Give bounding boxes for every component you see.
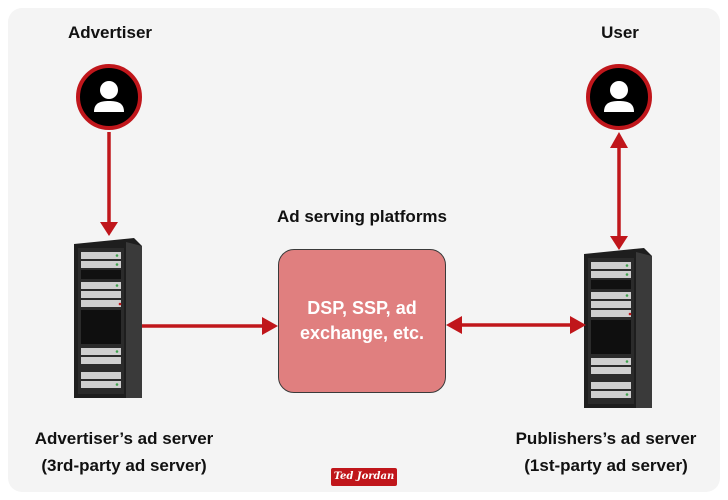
- advertiser-label: Advertiser: [67, 23, 153, 42]
- arrowhead-to-publisher: [610, 236, 628, 250]
- platforms-title: Ad serving platforms: [276, 207, 448, 226]
- advertiser-avatar: [76, 64, 142, 130]
- platform-box-text: DSP, SSP, ad exchange, etc.: [299, 298, 425, 343]
- user-icon: [604, 81, 634, 112]
- ad-serving-platform-box: DSP, SSP, ad exchange, etc.: [278, 249, 446, 393]
- ted-jordan-logo: Ted Jordan: [331, 468, 397, 486]
- arrowhead-platform-left: [446, 316, 462, 334]
- publisher-server: [584, 248, 652, 408]
- server-rack-icon: [74, 238, 142, 398]
- arrowhead-to-user: [610, 132, 628, 148]
- arrowhead-advertiser-server: [100, 222, 118, 236]
- arrowhead-to-platform: [262, 317, 278, 335]
- server-rack-icon: [584, 248, 652, 408]
- publisher-server-label-1: Publishers’s ad server: [515, 429, 697, 448]
- user-icon: [94, 81, 124, 112]
- publisher-server-label-2: (1st-party ad server): [524, 456, 688, 475]
- advertiser-server-label-1: Advertiser’s ad server: [34, 429, 214, 448]
- user-label: User: [601, 23, 639, 42]
- advertiser-server: [74, 238, 142, 398]
- user-avatar: [586, 64, 652, 130]
- advertiser-server-label-2: (3rd-party ad server): [41, 456, 207, 475]
- arrowhead-publisher-right: [570, 316, 586, 334]
